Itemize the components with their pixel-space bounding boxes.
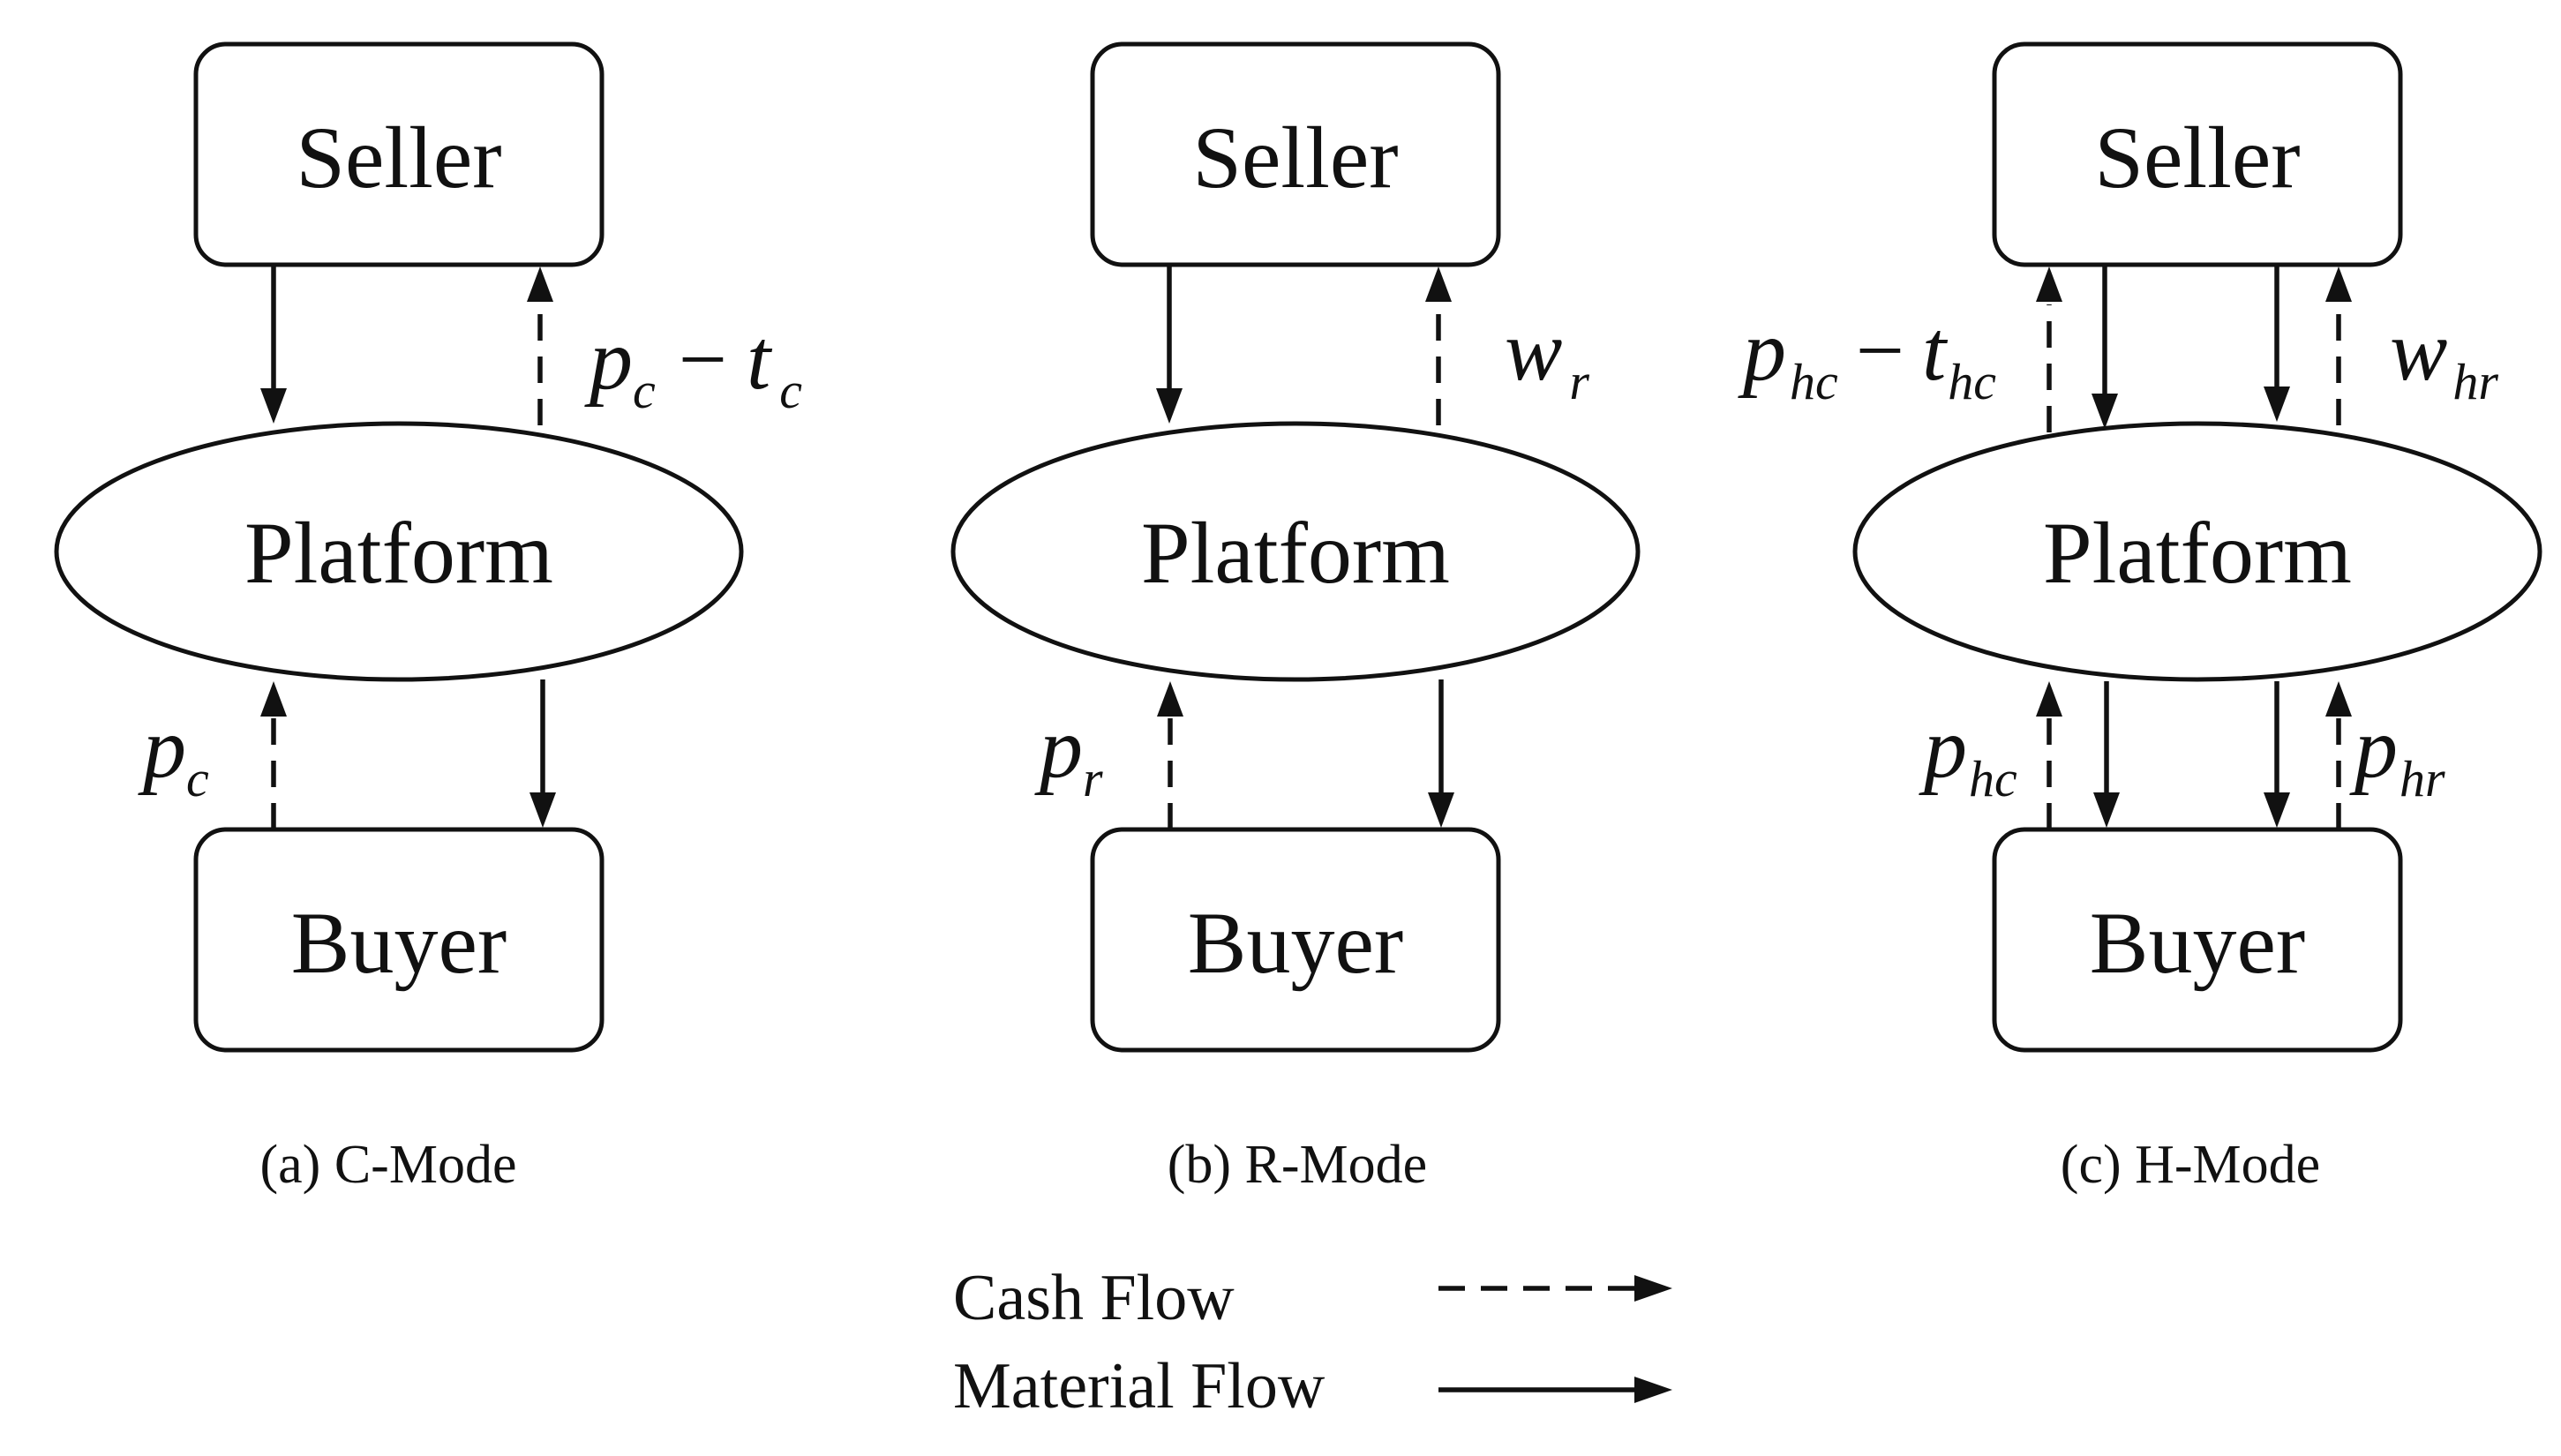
buyer-box — [193, 827, 605, 1053]
seller-box — [1992, 41, 2403, 267]
buyer-box — [1090, 827, 1501, 1053]
material-flow-arrow — [260, 265, 287, 424]
cash-label-buyer-to-platform: pc — [138, 701, 209, 807]
legend-material-flow-label: Material Flow — [953, 1350, 1326, 1422]
cash-flow-arrow — [2036, 266, 2062, 432]
material-flow-arrow — [529, 679, 556, 828]
panel-caption: (b) R-Mode — [1168, 1135, 1427, 1195]
material-flow-arrow — [2264, 265, 2290, 422]
panel-caption: (a) C-Mode — [260, 1135, 517, 1195]
cash-flow-arrow — [2325, 681, 2352, 829]
cash-flow-arrow — [2036, 681, 2062, 829]
platform-ellipse — [54, 421, 744, 682]
seller-label: Seller — [1192, 109, 1398, 206]
cash-flow-arrow — [260, 681, 287, 829]
buyer-label: Buyer — [1188, 894, 1403, 992]
platform-label: Platform — [2043, 504, 2352, 602]
cash-flow-arrow — [1157, 681, 1183, 829]
material-flow-arrow — [1156, 265, 1183, 424]
cash-flow-arrow — [1425, 266, 1452, 425]
cash-flow-arrow — [527, 266, 553, 425]
material-flow-arrow — [2093, 681, 2120, 828]
panel-h-mode: Seller Platform Buyer — [1738, 41, 2542, 1195]
legend-cash-flow-label: Cash Flow — [953, 1262, 1235, 1334]
buyer-label: Buyer — [291, 894, 507, 992]
cash-label-buyer-to-platform: phr — [2349, 701, 2445, 807]
panel-caption: (c) H-Mode — [2061, 1135, 2320, 1195]
seller-box — [193, 41, 605, 267]
seller-label: Seller — [296, 109, 501, 206]
buyer-box — [1992, 827, 2403, 1053]
legend: Cash Flow Material Flow — [953, 1262, 1672, 1422]
cash-label-platform-to-seller: phc−thc — [1738, 304, 1996, 410]
material-flow-arrow — [2264, 681, 2290, 828]
legend-material-flow-arrow — [1438, 1377, 1672, 1403]
cash-label-buyer-to-platform: pr — [1034, 701, 1103, 807]
legend-cash-flow-arrow — [1438, 1275, 1672, 1302]
platform-ellipse — [950, 421, 1641, 682]
cash-flow-arrow — [2325, 266, 2352, 425]
seller-label: Seller — [2094, 109, 2300, 206]
cash-label-buyer-to-platform: phc — [1919, 701, 2017, 807]
material-flow-arrow — [2092, 265, 2118, 429]
platform-label: Platform — [1141, 504, 1450, 602]
material-flow-arrow — [1428, 679, 1454, 828]
platform-ellipse — [1852, 421, 2542, 682]
buyer-label: Buyer — [2090, 894, 2305, 992]
seller-box — [1090, 41, 1501, 267]
platform-label: Platform — [244, 504, 553, 602]
